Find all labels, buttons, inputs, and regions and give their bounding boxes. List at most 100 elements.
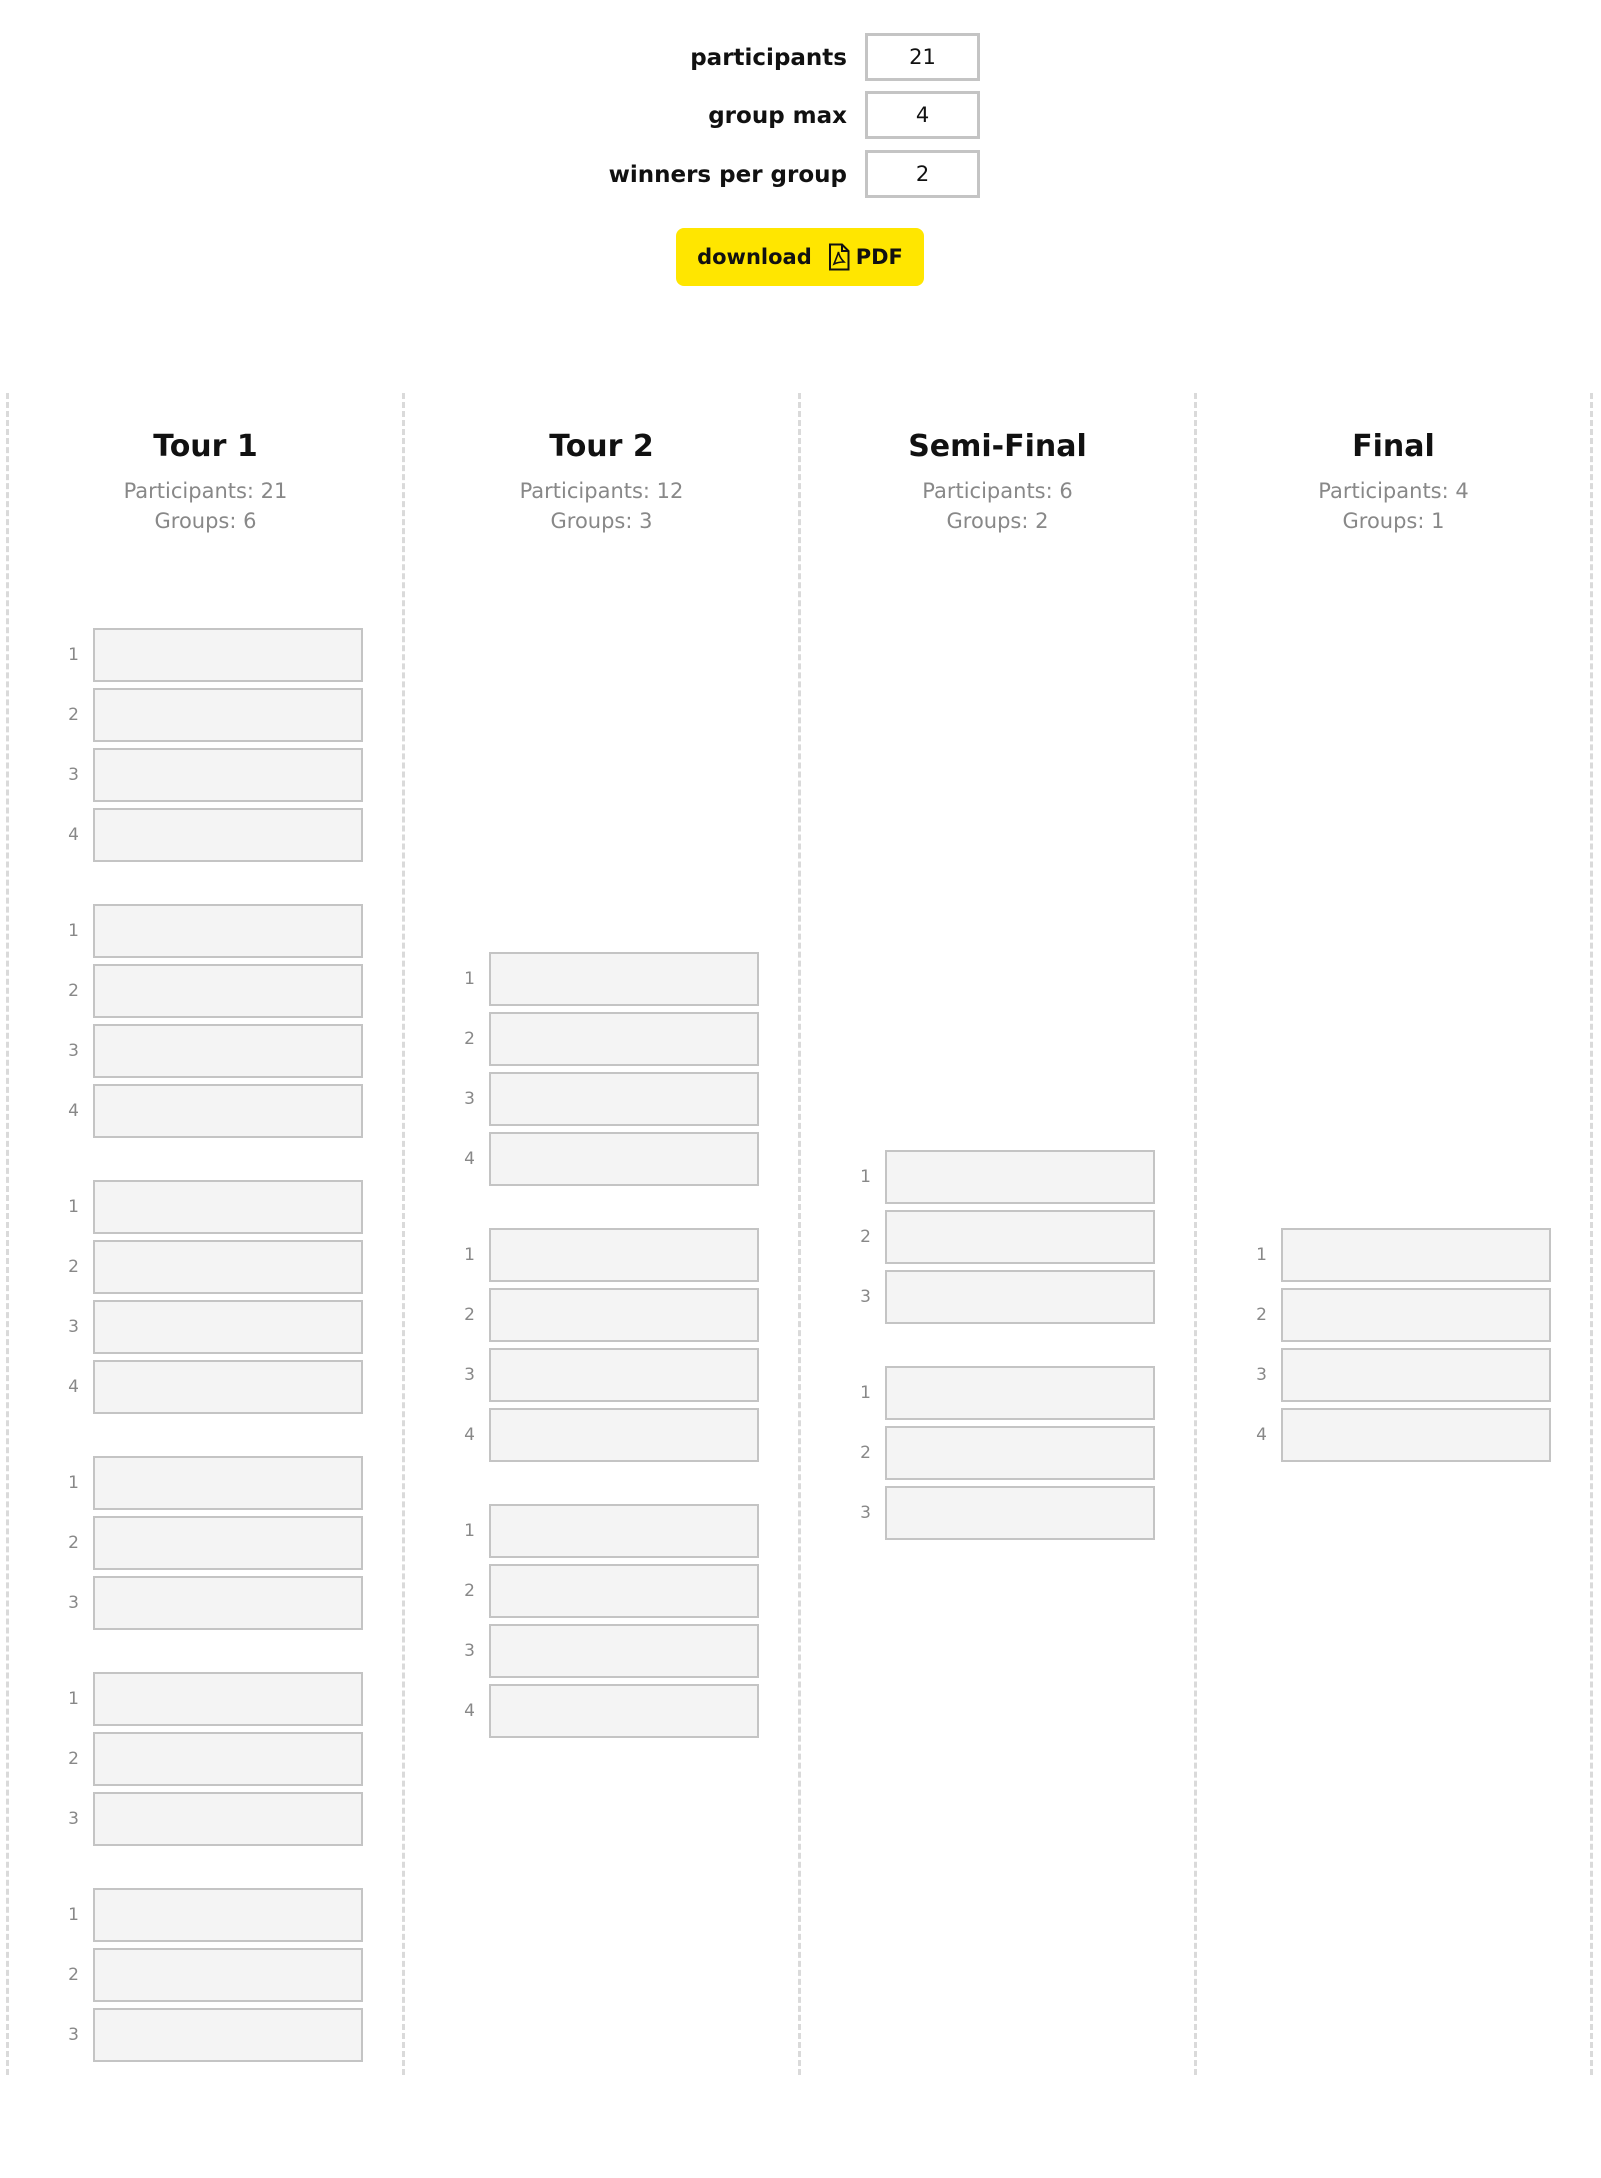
participant-name-field[interactable] xyxy=(1281,1348,1551,1402)
participant-slot: 1 xyxy=(49,904,369,958)
slot-number: 3 xyxy=(860,1503,871,1523)
participant-name-field[interactable] xyxy=(93,1024,363,1078)
slot-number: 1 xyxy=(464,969,475,989)
column-divider xyxy=(402,393,405,2075)
slot-number: 3 xyxy=(68,1317,79,1337)
participant-name-field[interactable] xyxy=(489,1012,759,1066)
participant-slot: 2 xyxy=(49,1732,369,1786)
participant-name-field[interactable] xyxy=(93,904,363,958)
participant-name-field[interactable] xyxy=(885,1426,1155,1480)
slot-number: 3 xyxy=(68,2025,79,2045)
participants-input[interactable] xyxy=(865,33,980,81)
participant-name-field[interactable] xyxy=(489,952,759,1006)
slot-number: 3 xyxy=(464,1641,475,1661)
participant-name-field[interactable] xyxy=(885,1270,1155,1324)
slot-number: 2 xyxy=(68,705,79,725)
participant-name-field[interactable] xyxy=(93,1732,363,1786)
participant-name-field[interactable] xyxy=(885,1150,1155,1204)
participant-slot: 2 xyxy=(49,1516,369,1570)
participant-name-field[interactable] xyxy=(93,1300,363,1354)
column-divider xyxy=(1194,393,1197,2075)
participant-name-field[interactable] xyxy=(93,1576,363,1630)
participant-name-field[interactable] xyxy=(93,688,363,742)
participant-name-field[interactable] xyxy=(93,1240,363,1294)
participant-name-field[interactable] xyxy=(93,1360,363,1414)
slot-number: 2 xyxy=(464,1581,475,1601)
participant-name-field[interactable] xyxy=(885,1366,1155,1420)
participant-name-field[interactable] xyxy=(489,1564,759,1618)
participant-name-field[interactable] xyxy=(489,1132,759,1186)
slot-number: 1 xyxy=(68,1905,79,1925)
participant-slot: 3 xyxy=(445,1072,765,1126)
participants-label: participants xyxy=(690,45,847,71)
participant-slot: 3 xyxy=(1237,1348,1557,1402)
participant-slot: 2 xyxy=(445,1564,765,1618)
participant-name-field[interactable] xyxy=(489,1348,759,1402)
participant-slot: 2 xyxy=(1237,1288,1557,1342)
participant-name-field[interactable] xyxy=(93,1888,363,1942)
participant-name-field[interactable] xyxy=(489,1684,759,1738)
participant-name-field[interactable] xyxy=(93,808,363,862)
slot-number: 1 xyxy=(1256,1245,1267,1265)
participant-slot: 4 xyxy=(445,1408,765,1462)
participant-name-field[interactable] xyxy=(93,1180,363,1234)
slot-number: 1 xyxy=(860,1383,871,1403)
participant-slot: 1 xyxy=(445,952,765,1006)
participant-name-field[interactable] xyxy=(489,1504,759,1558)
participant-slot: 1 xyxy=(445,1504,765,1558)
participant-name-field[interactable] xyxy=(489,1288,759,1342)
participant-name-field[interactable] xyxy=(93,1792,363,1846)
slot-number: 3 xyxy=(1256,1365,1267,1385)
download-pdf-button[interactable]: download PDF xyxy=(676,228,924,286)
participant-name-field[interactable] xyxy=(93,964,363,1018)
participant-name-field[interactable] xyxy=(1281,1408,1551,1462)
participant-name-field[interactable] xyxy=(1281,1288,1551,1342)
slot-number: 1 xyxy=(68,1473,79,1493)
participant-slot: 4 xyxy=(445,1132,765,1186)
participant-slot: 2 xyxy=(49,964,369,1018)
participant-name-field[interactable] xyxy=(93,2008,363,2062)
participant-name-field[interactable] xyxy=(93,1084,363,1138)
participant-name-field[interactable] xyxy=(489,1228,759,1282)
slot-number: 1 xyxy=(68,1197,79,1217)
winners-per-group-input[interactable] xyxy=(865,150,980,198)
participant-name-field[interactable] xyxy=(93,1672,363,1726)
participant-name-field[interactable] xyxy=(93,748,363,802)
participant-slot: 1 xyxy=(841,1150,1161,1204)
participant-slot: 3 xyxy=(841,1270,1161,1324)
participant-slot: 2 xyxy=(49,1948,369,2002)
slot-number: 4 xyxy=(68,825,79,845)
participant-name-field[interactable] xyxy=(489,1624,759,1678)
participant-name-field[interactable] xyxy=(1281,1228,1551,1282)
participant-name-field[interactable] xyxy=(93,628,363,682)
group-max-input[interactable] xyxy=(865,91,980,139)
participant-slot: 3 xyxy=(49,748,369,802)
participant-slot: 1 xyxy=(49,1180,369,1234)
participant-name-field[interactable] xyxy=(93,1516,363,1570)
round-participants: Participants: 12 xyxy=(519,479,684,503)
column-divider xyxy=(1590,393,1593,2075)
slot-number: 3 xyxy=(464,1365,475,1385)
slot-number: 1 xyxy=(68,1689,79,1709)
slot-number: 4 xyxy=(464,1149,475,1169)
participants-row: participants xyxy=(0,33,847,83)
participant-slot: 1 xyxy=(49,1456,369,1510)
round-groups: Groups: 6 xyxy=(154,509,257,533)
round-title: Tour 1 xyxy=(153,429,258,464)
participant-name-field[interactable] xyxy=(93,1948,363,2002)
participant-slot: 3 xyxy=(445,1348,765,1402)
participant-slot: 2 xyxy=(445,1288,765,1342)
participant-name-field[interactable] xyxy=(489,1072,759,1126)
slot-number: 4 xyxy=(68,1101,79,1121)
participant-name-field[interactable] xyxy=(885,1486,1155,1540)
participant-name-field[interactable] xyxy=(489,1408,759,1462)
participant-name-field[interactable] xyxy=(885,1210,1155,1264)
participant-name-field[interactable] xyxy=(93,1456,363,1510)
participant-slot: 1 xyxy=(1237,1228,1557,1282)
participant-slot: 2 xyxy=(49,688,369,742)
slot-number: 4 xyxy=(464,1425,475,1445)
round-groups: Groups: 1 xyxy=(1342,509,1445,533)
